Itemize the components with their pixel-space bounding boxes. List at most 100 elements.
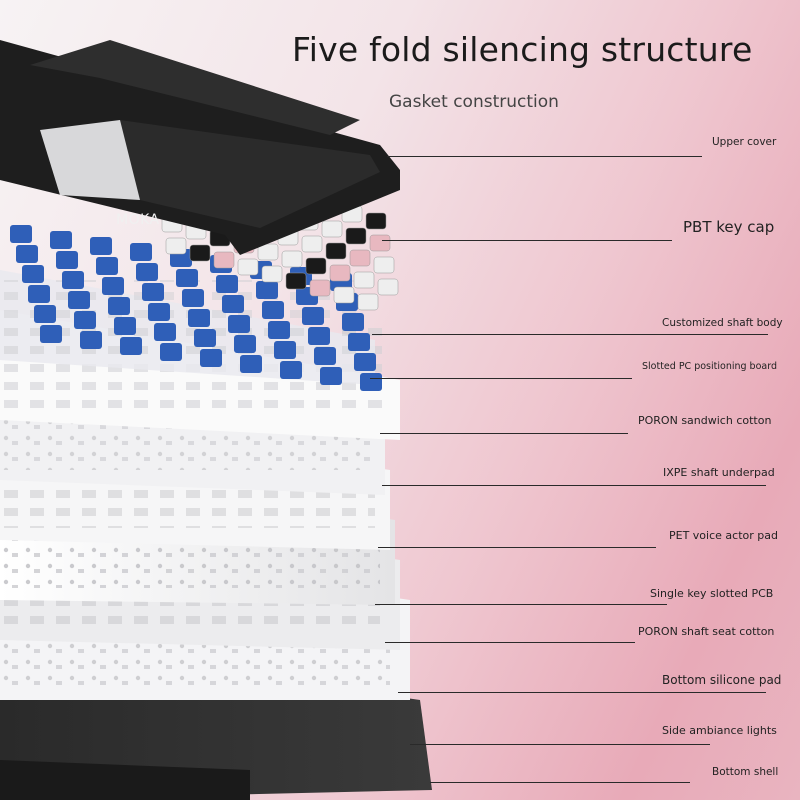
switch bbox=[188, 309, 210, 327]
switch bbox=[308, 327, 330, 345]
switch bbox=[16, 245, 38, 263]
label-bottom-shell: Bottom shell bbox=[712, 766, 779, 778]
switch bbox=[360, 373, 382, 391]
leader-bottom-shell bbox=[430, 782, 690, 783]
switch bbox=[222, 295, 244, 313]
keycap bbox=[301, 235, 323, 253]
switch bbox=[274, 341, 296, 359]
keycap bbox=[165, 237, 187, 255]
leader-ixpe bbox=[382, 485, 766, 486]
keycap bbox=[353, 271, 375, 289]
keycap bbox=[281, 250, 303, 268]
switch bbox=[182, 289, 204, 307]
label-side-lights: Side ambiance lights bbox=[662, 724, 777, 737]
switch bbox=[102, 277, 124, 295]
label-pet: PET voice actor pad bbox=[669, 529, 778, 542]
label-poron-seat: PORON shaft seat cotton bbox=[638, 625, 775, 638]
switch bbox=[240, 355, 262, 373]
switch bbox=[302, 307, 324, 325]
leader-pc-board bbox=[370, 378, 632, 379]
leader-pet bbox=[378, 547, 656, 548]
switch bbox=[200, 349, 222, 367]
switch bbox=[194, 329, 216, 347]
label-pbt-keycap: PBT key cap bbox=[683, 218, 775, 236]
switch bbox=[136, 263, 158, 281]
brand-label: MOKA bbox=[116, 212, 160, 228]
keycap bbox=[213, 251, 235, 269]
switch bbox=[56, 251, 78, 269]
switch bbox=[280, 361, 302, 379]
page-title: Five fold silencing structure bbox=[292, 30, 753, 69]
switch bbox=[68, 291, 90, 309]
switch bbox=[314, 347, 336, 365]
keycap bbox=[261, 265, 283, 283]
label-pc-board: Slotted PC positioning board bbox=[642, 361, 777, 372]
switch bbox=[320, 367, 342, 385]
leader-silicone-pad bbox=[398, 692, 766, 693]
switch bbox=[34, 305, 56, 323]
leader-poron-seat bbox=[385, 642, 635, 643]
keycap bbox=[305, 257, 327, 275]
keycap bbox=[237, 258, 259, 276]
switch bbox=[234, 335, 256, 353]
switch bbox=[96, 257, 118, 275]
switch bbox=[80, 331, 102, 349]
keycap bbox=[373, 256, 395, 274]
label-ixpe: IXPE shaft underpad bbox=[663, 466, 775, 479]
switch bbox=[10, 225, 32, 243]
keycap bbox=[365, 212, 387, 230]
keycap bbox=[357, 293, 379, 311]
leader-side-lights bbox=[410, 744, 710, 745]
switch bbox=[256, 281, 278, 299]
keycap bbox=[345, 227, 367, 245]
leader-shaft-body bbox=[372, 334, 768, 335]
switch bbox=[114, 317, 136, 335]
label-shaft-body: Customized shaft body bbox=[662, 317, 783, 329]
keycap bbox=[377, 278, 399, 296]
switch bbox=[28, 285, 50, 303]
switch bbox=[50, 231, 72, 249]
keycap bbox=[329, 264, 351, 282]
keycap bbox=[309, 279, 331, 297]
leader-pcb bbox=[375, 604, 667, 605]
switch bbox=[108, 297, 130, 315]
switch bbox=[74, 311, 96, 329]
switch bbox=[268, 321, 290, 339]
switch bbox=[154, 323, 176, 341]
keycap bbox=[189, 244, 211, 262]
switch bbox=[40, 325, 62, 343]
keycap bbox=[369, 234, 391, 252]
switch bbox=[354, 353, 376, 371]
switch bbox=[262, 301, 284, 319]
leader-pbt-keycap bbox=[382, 240, 672, 241]
keycap bbox=[257, 243, 279, 261]
label-pcb: Single key slotted PCB bbox=[650, 587, 774, 600]
switch bbox=[176, 269, 198, 287]
label-poron-sandwich: PORON sandwich cotton bbox=[638, 414, 772, 427]
label-silicone-pad: Bottom silicone pad bbox=[662, 673, 782, 687]
keycap bbox=[285, 272, 307, 290]
switch bbox=[342, 313, 364, 331]
keycap bbox=[321, 220, 343, 238]
switch bbox=[228, 315, 250, 333]
switch bbox=[130, 243, 152, 261]
switch-cluster bbox=[10, 225, 382, 391]
switch bbox=[62, 271, 84, 289]
keycap bbox=[333, 286, 355, 304]
page-subtitle: Gasket construction bbox=[389, 92, 559, 112]
switch bbox=[148, 303, 170, 321]
switch bbox=[22, 265, 44, 283]
upper-cover-layer bbox=[0, 40, 400, 255]
leader-poron-sandwich bbox=[380, 433, 628, 434]
leader-upper-cover bbox=[387, 156, 702, 157]
switch bbox=[120, 337, 142, 355]
label-upper-cover: Upper cover bbox=[712, 136, 777, 148]
switch bbox=[160, 343, 182, 361]
switch bbox=[216, 275, 238, 293]
keycap bbox=[349, 249, 371, 267]
switch bbox=[90, 237, 112, 255]
keycap bbox=[325, 242, 347, 260]
switch bbox=[348, 333, 370, 351]
